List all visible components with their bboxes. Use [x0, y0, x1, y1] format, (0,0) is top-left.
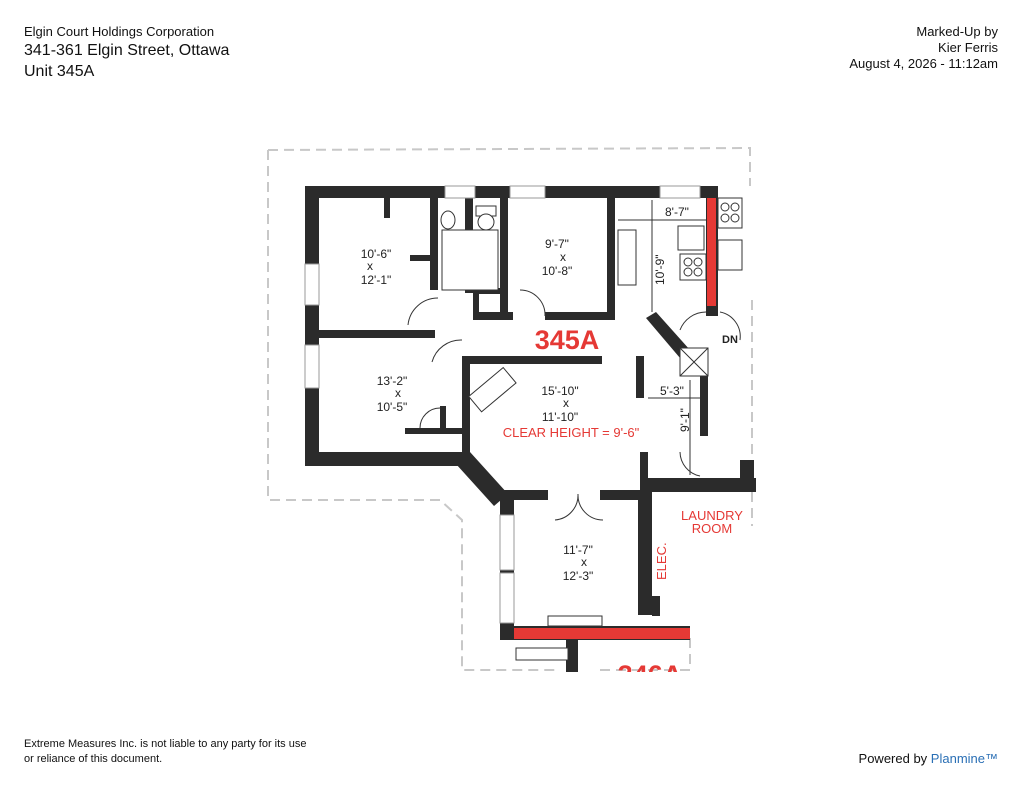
hall-width-dim: 5'-3": [660, 384, 684, 398]
fixtures: [440, 197, 743, 661]
laundry-label: LAUNDRY: [681, 508, 743, 523]
laundry-label-2: ROOM: [692, 521, 732, 536]
disclaimer: Extreme Measures Inc. is not liable to a…: [24, 737, 306, 767]
elec-label: ELEC.: [654, 542, 669, 580]
room1-width: 10'-6": [361, 247, 392, 261]
room4-width: 15'-10": [541, 384, 578, 398]
laundry-clip-mask: [750, 528, 780, 548]
header-right: Marked-Up by Kier Ferris August 4, 2026 …: [849, 24, 998, 72]
room3-x: x: [395, 386, 401, 400]
unit-label: 345A: [535, 325, 600, 355]
marked-up-label: Marked-Up by: [916, 24, 998, 39]
windows: [304, 185, 701, 624]
clear-height-label: CLEAR HEIGHT = 9'-6": [503, 425, 640, 440]
marker-name: Kier Ferris: [938, 40, 998, 55]
disclaimer-line-1: Extreme Measures Inc. is not liable to a…: [24, 738, 307, 750]
planmine-link[interactable]: Planmine™: [930, 751, 998, 766]
room4-x: x: [563, 396, 569, 410]
room1-x: x: [367, 259, 373, 273]
room2-width: 9'-7": [545, 237, 569, 251]
hall-height-dim: 9'-1": [678, 408, 692, 432]
unit-boundary-outline: [267, 146, 753, 671]
powered-by-label: Powered by: [858, 751, 931, 766]
stairs-dn-label: DN: [722, 334, 738, 346]
unit-title: Unit 345A: [24, 63, 95, 80]
kitchen-height-dim: 10'-9": [653, 254, 667, 285]
dimension-lines: [618, 200, 706, 475]
room4-height: 11'-10": [542, 410, 578, 424]
header-left: Elgin Court Holdings Corporation 341-361…: [24, 24, 229, 82]
room5-x: x: [581, 555, 587, 569]
property-address: 341-361 Elgin Street, Ottawa: [24, 42, 230, 59]
markup-highlights: [514, 198, 716, 639]
door-swings: [407, 289, 741, 521]
markup-timestamp: August 4, 2026 - 11:12am: [849, 56, 998, 71]
room-labels: 10'-6" x 12'-1" 9'-7" x 10'-8" 13'-2" x …: [361, 237, 594, 583]
powered-by: Powered by Planmine™: [859, 751, 998, 766]
label-clip-mask: [600, 672, 700, 692]
room3-height: 10'-5": [377, 400, 408, 414]
kitchen-width-dim: 8'-7": [665, 205, 689, 219]
room2-height: 10'-8": [542, 264, 573, 278]
room5-width: 11'-7": [563, 543, 593, 557]
room3-width: 13'-2": [377, 374, 408, 388]
room1-height: 12'-1": [361, 273, 392, 287]
room2-x: x: [560, 250, 566, 264]
room5-height: 12'-3": [563, 569, 594, 583]
disclaimer-line-2: or reliance of this document.: [24, 753, 163, 765]
company-name: Elgin Court Holdings Corporation: [24, 24, 215, 39]
